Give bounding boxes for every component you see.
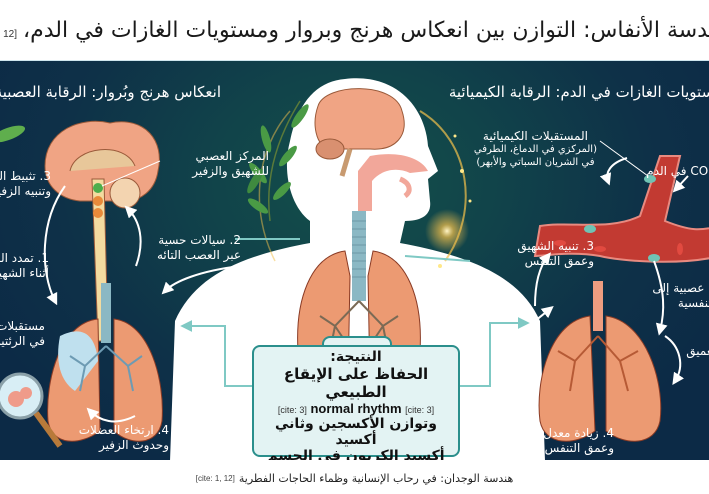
- corner-leaf: [0, 125, 26, 143]
- left-step-2: 2. سيالات حسية عبر العصب التائه: [156, 233, 241, 262]
- result-line-1: الحفاظ على الإيقاع الطبيعي: [283, 365, 429, 401]
- title-citation: [cite: 1, 12]: [0, 29, 17, 40]
- result-line-3: أكسيد الكربون في الجسم: [267, 448, 445, 460]
- brain-center-label: المركز العصبي للشهيق والزفير: [192, 149, 269, 178]
- left-step-4: 4. ارتخاء العضلات وحدوث الزفير: [78, 423, 169, 452]
- magnifier: [0, 372, 63, 448]
- right-section-heading: مستويات الغازات في الدم: الرقابة الكيميا…: [448, 83, 709, 101]
- caption-citation: [cite: 1, 12]: [195, 473, 235, 483]
- left-lungs: [47, 318, 163, 442]
- right-lungs: [538, 315, 662, 442]
- result-english-line: [cite: 3] normal rhythm [cite: 3]: [277, 401, 435, 416]
- right-step-2: 2. سيالات عصبية إلى المراكز التنفسية: [652, 281, 709, 310]
- result-heading: النتيجة:: [330, 349, 382, 365]
- blood-vessel: [533, 155, 709, 263]
- chemoreceptors-label: المستقبلات الكيميائية (المركزي في الدماغ…: [473, 129, 597, 168]
- left-section-heading: انعكاس هرنج وبُروار: الرقابة العصبية: [0, 83, 221, 101]
- result-connectors: [180, 238, 530, 387]
- stretch-receptors-label: مستقبلات التمدد في الرئتين: [0, 319, 45, 348]
- caption-text: هندسة الوجدان: في رحاب الإنسانية وظماء ا…: [238, 471, 514, 485]
- right-step-3: 3. تنبيه الشهيق وعمق التنفس: [517, 239, 594, 268]
- center-brain: [314, 88, 405, 177]
- right-step-4: 4. زيادة معدل وعمق التنفس: [543, 426, 614, 455]
- left-step-1: 1. تمدد الرئتين أثناء الشهيق: [0, 251, 49, 280]
- right-cycle-arrows: [529, 157, 689, 385]
- right-exhale-label: الزفير العميق: [686, 344, 709, 358]
- blood-co2-label: ارتفاع CO2 في الدم: [646, 164, 709, 178]
- left-step-3: 3. تثبيط الشهيق وتنبيه الزفير: [0, 169, 51, 198]
- result-line-2: وتوازن الأكسجين وثاني أكسيد: [275, 416, 437, 449]
- result-box: النتيجة: الحفاظ على الإيقاع الطبيعي [cit…: [252, 345, 460, 460]
- left-brain: [44, 120, 161, 342]
- title-bar: هندسة الأنفاس: التوازن بين انعكاس هرنج و…: [0, 0, 709, 60]
- infographic-panel: انعكاس هرنج وبُروار: الرقابة العصبية الم…: [0, 60, 709, 460]
- page-title: هندسة الأنفاس: التوازن بين انعكاس هرنج و…: [22, 18, 709, 43]
- golden-glow: [258, 110, 472, 268]
- footer-caption: هندسة الوجدان: في رحاب الإنسانية وظماء ا…: [0, 462, 709, 494]
- leaf-branch: [247, 100, 309, 222]
- left-cycle-arrows: [43, 185, 241, 423]
